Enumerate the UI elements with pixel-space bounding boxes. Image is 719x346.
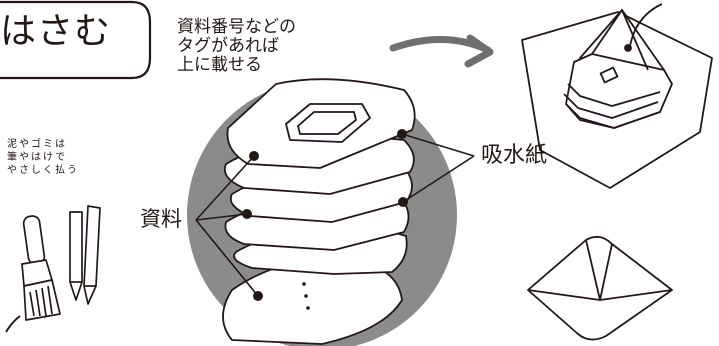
brush-note: 泥やゴミは 筆やはけで やさしく払う	[7, 138, 79, 177]
tag-note-line-1: 資料番号などの	[177, 17, 296, 37]
brush-icon	[21, 215, 61, 321]
curved-arrow-icon	[389, 34, 494, 68]
tag-note: 資料番号などの タグがあれば 上に載せる	[177, 18, 296, 75]
tag-inner	[297, 111, 357, 135]
wrapped-stack-icon	[521, 3, 713, 189]
brush-note-line-3: やさしく払う	[7, 165, 79, 176]
tag-note-line-2: タグがあれば	[177, 36, 279, 56]
pencil-icon	[69, 205, 101, 305]
tag-note-line-3: 上に載せる	[177, 55, 262, 75]
material-leader-lines	[195, 155, 259, 297]
edge-mark	[5, 315, 21, 333]
blotting-paper-label: 吸水紙	[481, 143, 548, 168]
page-title: はさむ	[0, 11, 112, 52]
folded-envelope-icon	[527, 235, 673, 341]
brush-note-line-1: 泥やゴミは	[7, 139, 67, 150]
title-bubble	[0, 0, 152, 80]
material-label: 資料	[140, 207, 182, 231]
brush-note-line-2: 筆やはけで	[7, 152, 67, 163]
tag-icon	[285, 103, 371, 143]
blotting-leader-lines	[401, 133, 475, 203]
paper-stack	[222, 78, 416, 345]
